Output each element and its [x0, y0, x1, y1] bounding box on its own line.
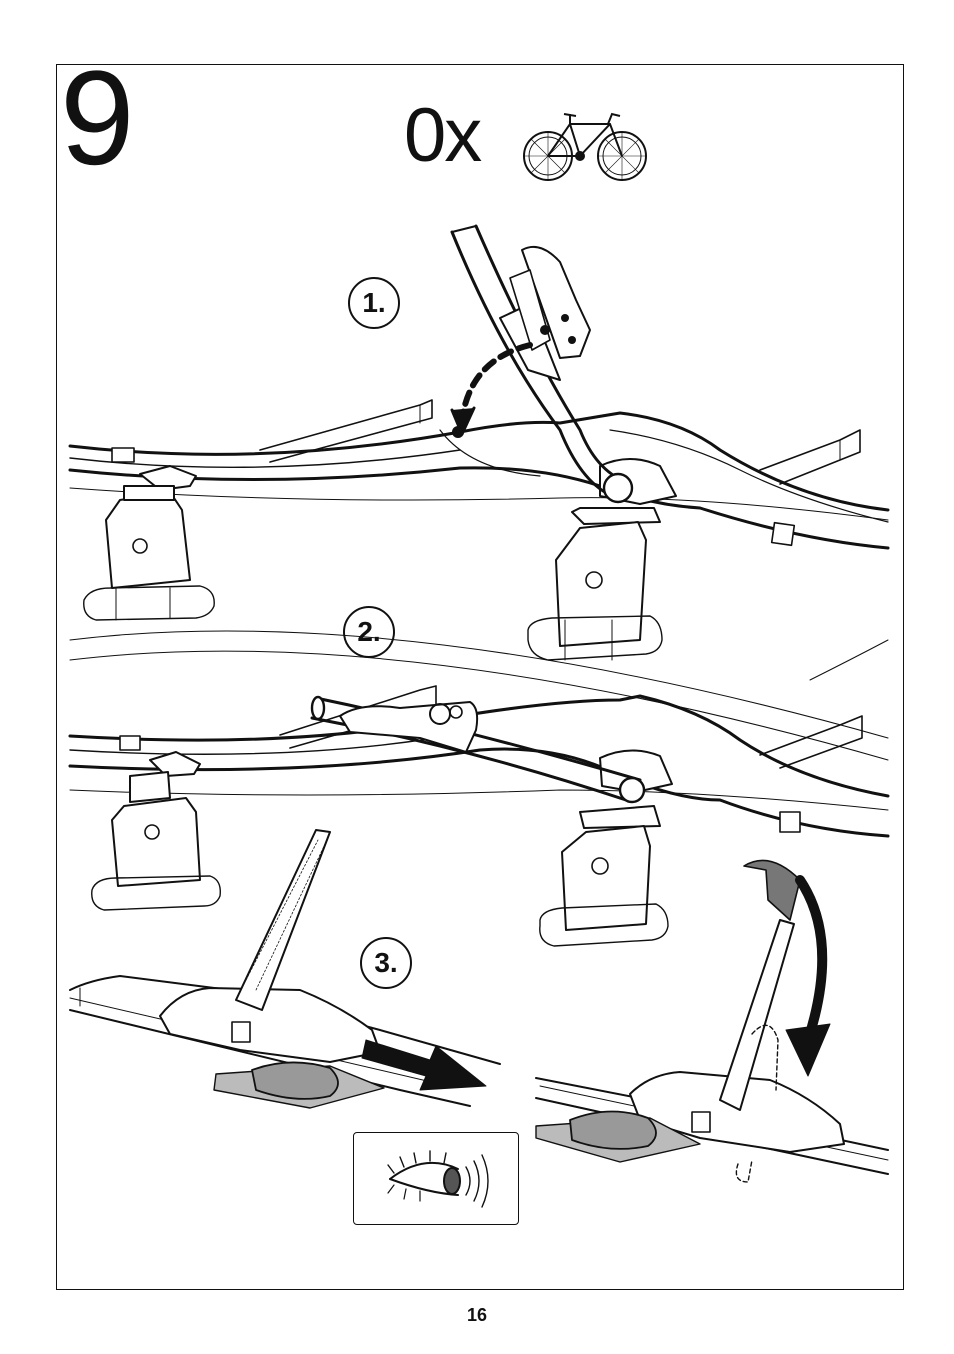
- panel-3-illustration: [70, 830, 888, 1182]
- panel-1-illustration: [70, 226, 888, 660]
- panel-2-illustration: [70, 631, 888, 946]
- page-number: 16: [0, 1305, 954, 1326]
- eye-icon: [354, 1133, 517, 1223]
- inspect-box: [353, 1132, 519, 1225]
